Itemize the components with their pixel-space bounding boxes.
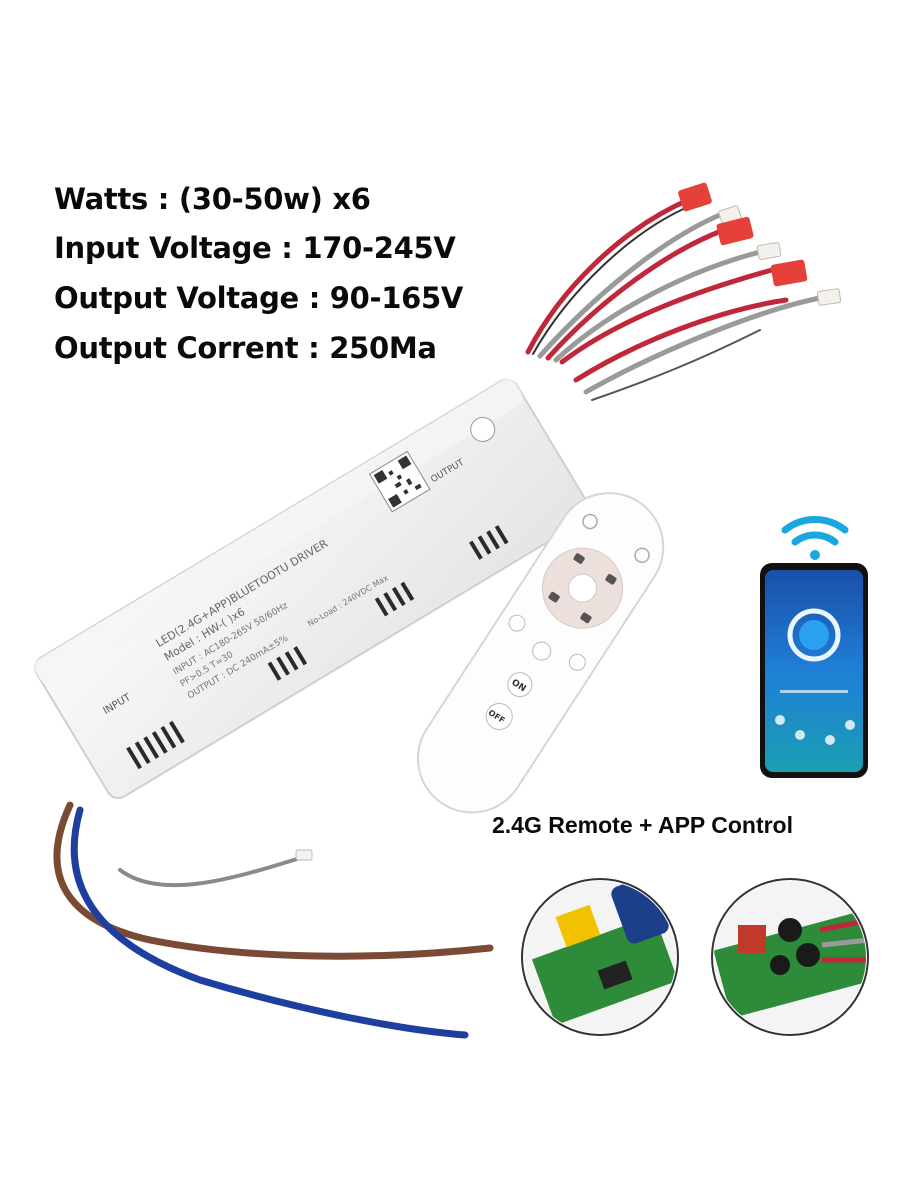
pcb-photo-1 xyxy=(521,878,679,1036)
remote-control-icon: ON OFF xyxy=(416,492,665,814)
output-wires xyxy=(525,197,823,401)
qr-code-icon xyxy=(368,450,431,513)
phone-app-icon xyxy=(760,563,868,778)
input-connector xyxy=(295,849,313,861)
spec-input-voltage: Input Voltage : 170-245V xyxy=(54,231,456,265)
led-driver: LED(2.4G+APP)BLUETOOTU DRIVER Model : HW… xyxy=(34,378,591,800)
spec-output-voltage: Output Voltage : 90-165V xyxy=(54,281,464,315)
spec-watts: Watts : (30-50w) x6 xyxy=(54,182,371,216)
wire-connectors xyxy=(678,182,842,306)
wifi-icon xyxy=(781,515,849,560)
input-wires xyxy=(53,801,494,1039)
feature-caption: 2.4G Remote + APP Control xyxy=(492,812,793,838)
spec-output-current: Output Corrent : 250Ma xyxy=(54,331,437,365)
certification-mark xyxy=(470,416,496,442)
pcb-photo-2 xyxy=(711,878,869,1036)
